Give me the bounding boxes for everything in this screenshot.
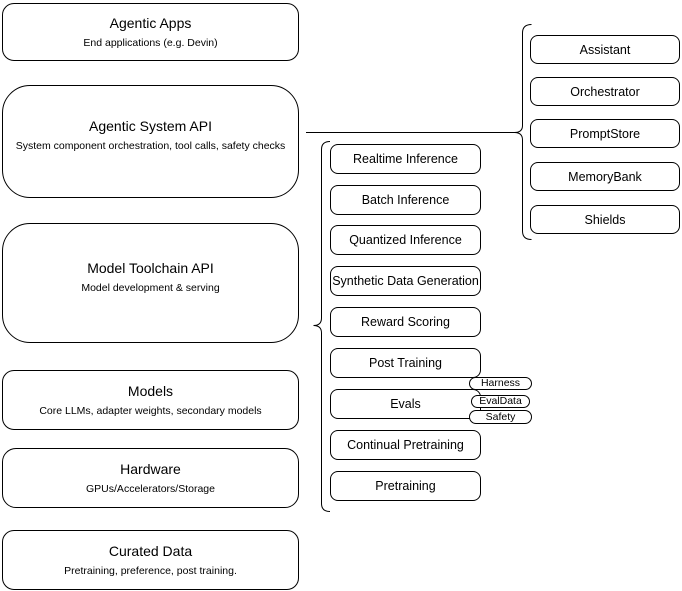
node-shields: Shields [530, 205, 680, 234]
node-quantized-inference: Quantized Inference [330, 225, 481, 255]
node-models: Models Core LLMs, adapter weights, secon… [2, 370, 299, 430]
node-subtitle: Pretraining, preference, post training. [64, 564, 237, 577]
node-hardware: Hardware GPUs/Accelerators/Storage [2, 448, 299, 508]
node-agentic-system-api: Agentic System API System component orch… [2, 85, 299, 198]
tag-harness: Harness [469, 377, 532, 390]
node-pretraining: Pretraining [330, 471, 481, 501]
node-model-toolchain-api: Model Toolchain API Model development & … [2, 223, 299, 343]
node-evals: Evals [330, 389, 481, 419]
node-continual-pretraining: Continual Pretraining [330, 430, 481, 460]
node-title: Models [127, 382, 174, 399]
node-title: Curated Data [108, 542, 193, 559]
node-title: Agentic Apps [109, 14, 192, 31]
node-post-training: Post Training [330, 348, 481, 378]
node-subtitle: Model development & serving [81, 281, 220, 294]
node-orchestrator: Orchestrator [530, 77, 680, 106]
node-subtitle: End applications (e.g. Devin) [83, 36, 218, 49]
node-subtitle: Core LLMs, adapter weights, secondary mo… [39, 404, 262, 417]
toolchain-bracket [313, 141, 331, 512]
node-promptstore: PromptStore [530, 119, 680, 148]
system-components-bracket [514, 24, 532, 240]
node-reward-scoring: Reward Scoring [330, 307, 481, 337]
node-title: Hardware [120, 460, 181, 477]
node-realtime-inference: Realtime Inference [330, 144, 481, 174]
node-batch-inference: Batch Inference [330, 185, 481, 215]
node-agentic-apps: Agentic Apps End applications (e.g. Devi… [2, 3, 299, 61]
node-title: Agentic System API [89, 118, 212, 134]
node-title: Model Toolchain API [87, 259, 214, 276]
tag-evaldata: EvalData [471, 395, 530, 408]
tag-safety: Safety [469, 410, 532, 424]
node-subtitle: System component orchestration, tool cal… [15, 140, 286, 152]
node-assistant: Assistant [530, 35, 680, 64]
node-memorybank: MemoryBank [530, 162, 680, 191]
node-curated-data: Curated Data Pretraining, preference, po… [2, 530, 299, 590]
node-subtitle: GPUs/Accelerators/Storage [86, 482, 215, 495]
node-synthetic-data-generation: Synthetic Data Generation [330, 266, 481, 296]
